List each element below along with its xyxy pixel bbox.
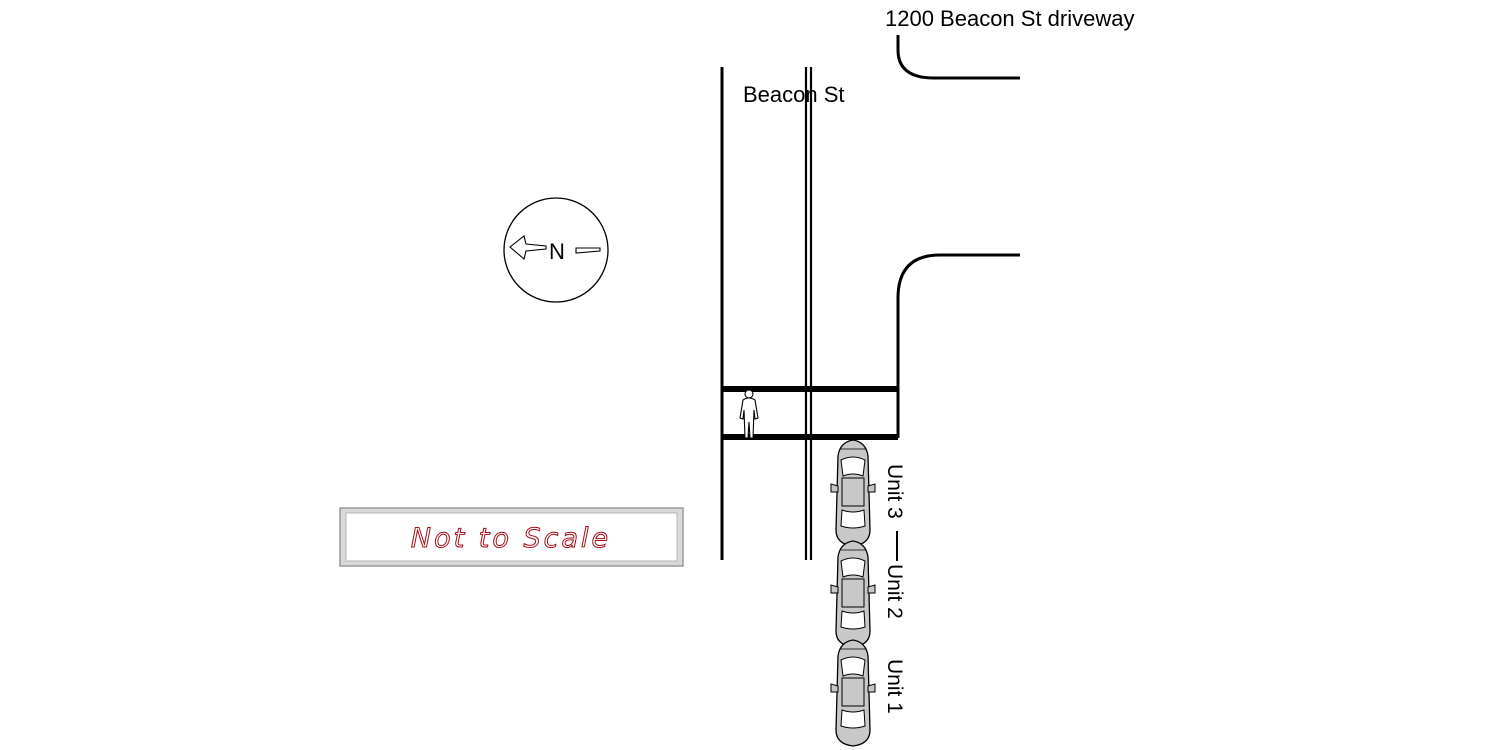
unit-3-label: Unit 3 (883, 464, 906, 519)
driveway-curb-north (896, 35, 1020, 80)
not-to-scale-label: Not to Scale (411, 523, 611, 554)
driveway-curb-south (896, 253, 1020, 438)
car-icon (830, 540, 876, 648)
car-icon (830, 639, 876, 747)
north-compass-icon: N (503, 197, 609, 303)
unit-1-label: Unit 1 (883, 659, 906, 714)
car-icon (830, 439, 876, 547)
not-to-scale-box: Not to Scale (339, 507, 684, 567)
driveway-label: 1200 Beacon St driveway (885, 6, 1135, 31)
street-label: Beacon St (743, 82, 845, 107)
pedestrian-icon (739, 389, 759, 439)
unit-2-label: Unit 2 (883, 564, 906, 619)
compass-north-label: N (549, 239, 565, 264)
